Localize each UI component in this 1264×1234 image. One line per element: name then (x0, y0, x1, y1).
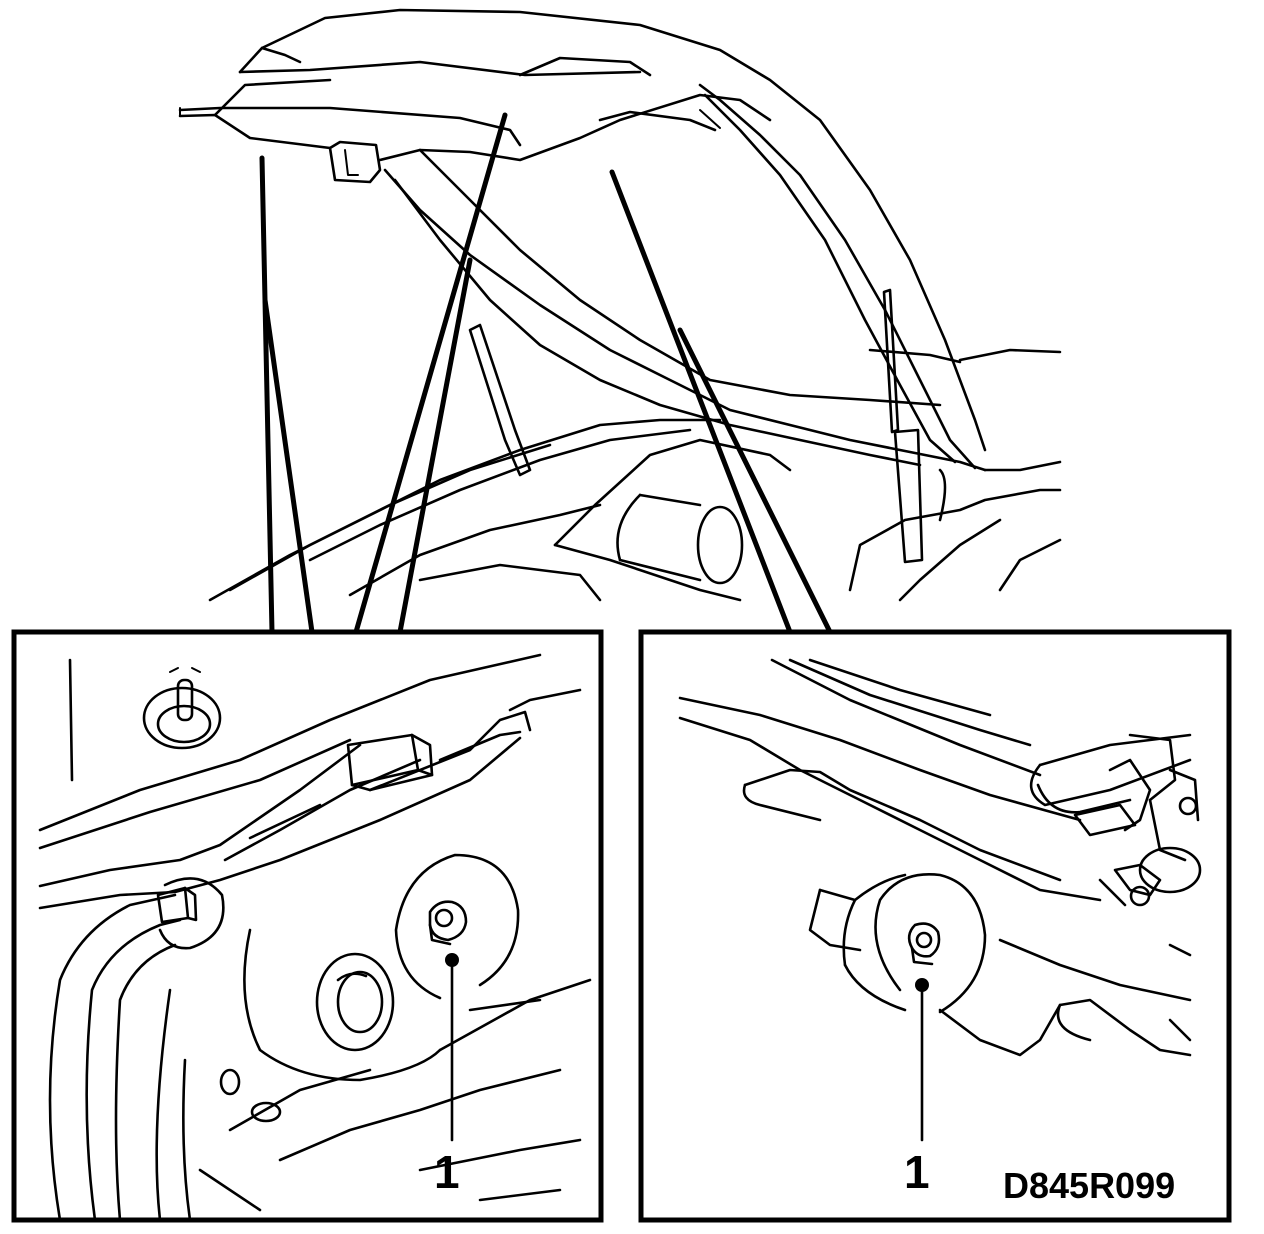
callout-leaders (259, 112, 833, 635)
reference-code: D845R099 (1003, 1165, 1175, 1206)
callout-label-left: 1 (434, 1146, 460, 1198)
left-detail-panel: 1 (11, 629, 604, 1223)
right-detail-panel: 1 D845R099 (638, 629, 1232, 1223)
callout-label-right: 1 (904, 1146, 930, 1198)
tailgate-overview (178, 8, 1062, 602)
